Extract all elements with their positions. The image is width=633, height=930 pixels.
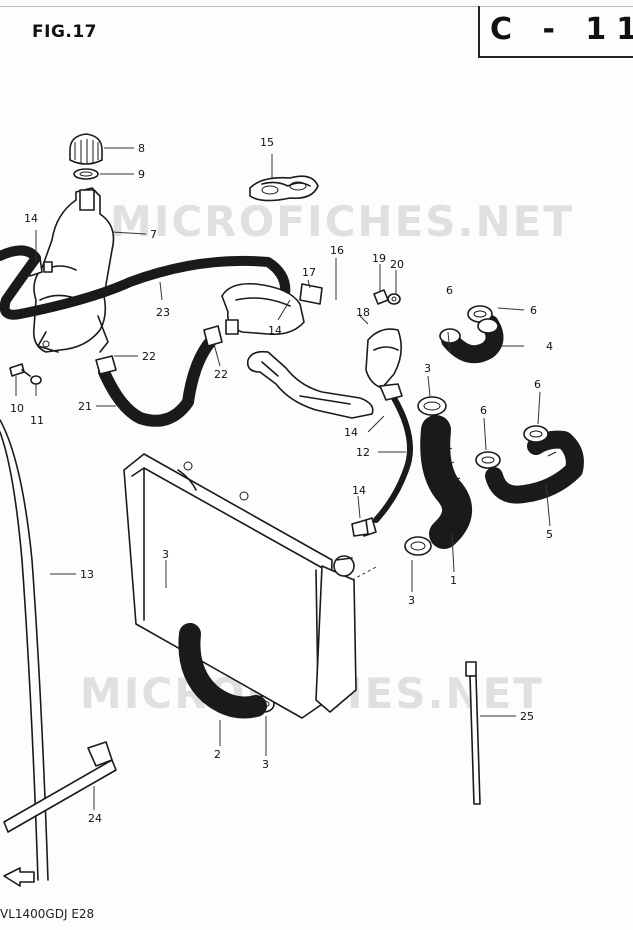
callout-17: 17 bbox=[302, 266, 316, 279]
callout-10: 10 bbox=[10, 402, 24, 415]
cable-tie-part bbox=[465, 661, 481, 805]
callout-13: 13 bbox=[80, 568, 94, 581]
callout-8: 8 bbox=[138, 142, 145, 155]
section-code-box bbox=[478, 6, 633, 58]
watermark-top: MICROFICHES.NET bbox=[110, 197, 574, 246]
bolt-part bbox=[9, 363, 31, 377]
callout-25: 25 bbox=[520, 710, 534, 723]
callout-22-right: 22 bbox=[214, 368, 228, 381]
callout-14-lower: 14 bbox=[352, 484, 366, 497]
thermostat-cover-part bbox=[221, 282, 305, 336]
nut-part bbox=[373, 289, 389, 305]
callout-15: 15 bbox=[260, 136, 274, 149]
callout-3-upper: 3 bbox=[424, 362, 431, 375]
callout-4: 4 bbox=[546, 340, 553, 353]
mounting-strap-part bbox=[3, 741, 117, 833]
rubber-cushion-part bbox=[299, 283, 323, 305]
callout-9: 9 bbox=[138, 168, 145, 181]
lower-radiator-hose-part bbox=[178, 623, 267, 719]
radiator-bracket-part bbox=[246, 350, 374, 419]
section-code: C - 11 bbox=[490, 12, 633, 47]
model-code: VL1400GDJ E28 bbox=[0, 907, 95, 921]
overflow-hose-part bbox=[0, 245, 291, 320]
callout-14-cover: 14 bbox=[268, 324, 282, 337]
callout-12: 12 bbox=[356, 446, 370, 459]
callout-3-right: 3 bbox=[408, 594, 415, 607]
callout-14-tank: 14 bbox=[24, 212, 38, 225]
reservoir-cap-part bbox=[69, 133, 103, 165]
callout-6-d: 6 bbox=[534, 378, 541, 391]
callout-1: 1 bbox=[450, 574, 457, 587]
callout-21: 21 bbox=[78, 400, 92, 413]
radiator-core-part bbox=[123, 453, 357, 719]
callout-24: 24 bbox=[88, 812, 102, 825]
callout-20: 20 bbox=[390, 258, 404, 271]
callout-5: 5 bbox=[546, 528, 553, 541]
callout-3-left: 3 bbox=[162, 548, 169, 561]
top-border-line bbox=[0, 6, 633, 7]
callout-11: 11 bbox=[30, 414, 44, 427]
callout-16: 16 bbox=[330, 244, 344, 257]
callout-18: 18 bbox=[356, 306, 370, 319]
cap-gasket-part bbox=[73, 168, 99, 180]
callout-23: 23 bbox=[156, 306, 170, 319]
elbow-hose-b-part bbox=[485, 430, 584, 504]
callout-6-a: 6 bbox=[446, 284, 453, 297]
small-clamp-part bbox=[439, 305, 499, 344]
upper-radiator-hose-part bbox=[420, 415, 472, 549]
bypass-hose-part bbox=[359, 383, 413, 537]
elbow-hose-a-part bbox=[441, 315, 504, 364]
callout-3-bottom: 3 bbox=[262, 758, 269, 771]
bolt-washer-part bbox=[30, 375, 42, 385]
hose-clip-lower-part bbox=[351, 519, 369, 537]
callout-7: 7 bbox=[150, 228, 157, 241]
leader-lines bbox=[15, 147, 551, 810]
callout-2: 2 bbox=[214, 748, 221, 761]
side-tube-part bbox=[0, 419, 49, 881]
small-clamp-part-b bbox=[475, 425, 549, 469]
callout-14-hose: 14 bbox=[344, 426, 358, 439]
figure-label: FIG.17 bbox=[32, 22, 98, 42]
upper-mount-part bbox=[365, 328, 402, 389]
grommet-part bbox=[249, 175, 319, 202]
direction-arrow-icon bbox=[3, 867, 35, 887]
callout-22-left: 22 bbox=[142, 350, 156, 363]
reservoir-hose-part bbox=[95, 325, 223, 427]
washer-part bbox=[387, 293, 401, 305]
callout-6-b: 6 bbox=[530, 304, 537, 317]
callout-19: 19 bbox=[372, 252, 386, 265]
callout-6-c: 6 bbox=[480, 404, 487, 417]
